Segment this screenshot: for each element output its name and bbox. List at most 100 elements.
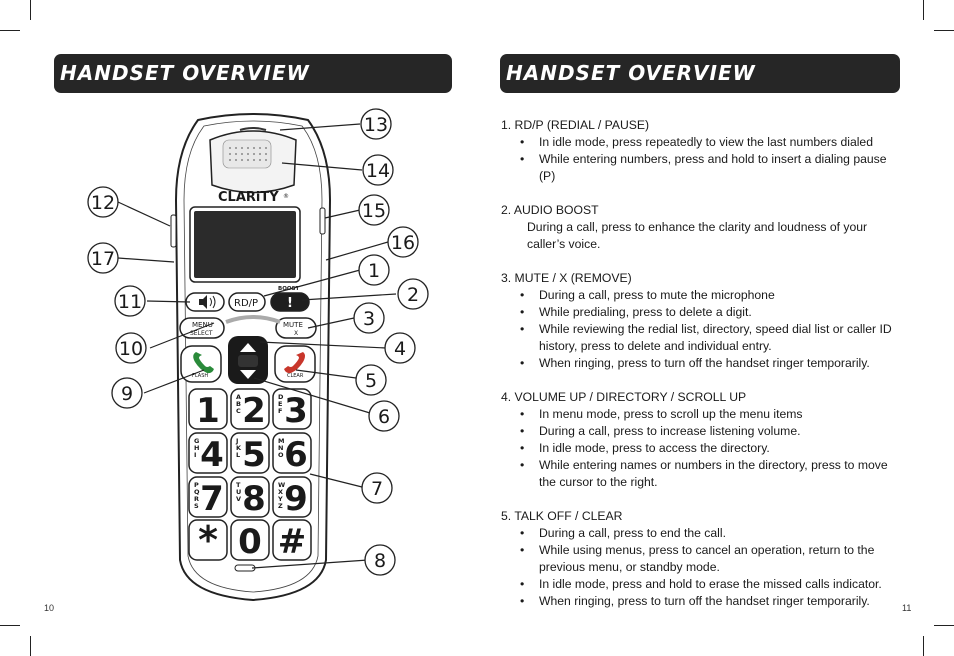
select-label: SELECT (190, 330, 213, 337)
keypad-letter: L (236, 451, 240, 459)
callout-number: 13 (364, 114, 388, 136)
callout-number: 2 (407, 284, 419, 306)
keypad-letter: U (236, 488, 241, 496)
callout-number: 1 (368, 260, 380, 282)
speaker-holes (229, 147, 267, 161)
boost-button-symbol: ! (287, 296, 293, 311)
callout-number: 6 (378, 406, 390, 428)
keypad-letter: Q (194, 488, 200, 496)
keypad-letter: Z (278, 502, 283, 510)
callout-number: 4 (394, 338, 406, 360)
keypad-digit: 4 (200, 435, 224, 475)
keypad-letter: R (194, 495, 199, 503)
section-title: 4. VOLUME UP / DIRECTORY / SCROLL UP (501, 390, 747, 404)
menu-label: MENU (192, 321, 213, 329)
callout-circle (87, 186, 119, 218)
keypad-digit: 3 (284, 391, 308, 431)
mute-button (275, 317, 317, 339)
keypad-key (230, 519, 270, 561)
list-item: While using menus, press to cancel an op… (501, 542, 901, 576)
list-item: In idle mode, press and hold to erase th… (501, 576, 901, 593)
keypad-digit: 5 (242, 435, 266, 475)
keypad-digit: 0 (238, 522, 262, 562)
callout-circle (111, 377, 143, 409)
list-item: When ringing, press to turn off the hand… (501, 355, 901, 372)
callout-number: 3 (363, 308, 375, 330)
callout-number: 5 (365, 370, 377, 392)
callout-circle (384, 332, 416, 364)
callout-number: 14 (366, 160, 390, 182)
keypad-letter: T (236, 481, 241, 489)
keypad-key (230, 476, 270, 518)
nav-center (238, 355, 258, 367)
flash-label: FLASH (192, 373, 208, 379)
keypad-digit: # (278, 522, 307, 562)
nav-up-arrow (240, 343, 256, 352)
keypad-key (188, 432, 228, 474)
callout-number: 8 (374, 550, 386, 572)
list-item: In menu mode, press to scroll up the men… (501, 406, 901, 423)
callout-lines (117, 123, 397, 569)
keypad-key (188, 388, 228, 430)
section-mute: 3. MUTE / X (REMOVE) During a call, pres… (501, 270, 901, 372)
keypad-key (272, 432, 312, 474)
description-text: 1. RD/P (REDIAL / PAUSE) In idle mode, p… (501, 117, 901, 627)
callout-circle (361, 472, 393, 504)
talk-icon (193, 352, 214, 374)
list-item: When ringing, press to turn off the hand… (501, 593, 901, 610)
section-title: 5. TALK OFF / CLEAR (501, 509, 623, 523)
keypad-digit: 8 (242, 479, 266, 519)
callout-circle (358, 194, 390, 226)
keypad-letter: P (194, 481, 199, 489)
nav-down-arrow (240, 370, 256, 379)
list-item: While predialing, press to delete a digi… (501, 304, 901, 321)
keypad-letter: B (236, 400, 241, 408)
callout-circle (360, 108, 392, 140)
crop-mark (0, 625, 20, 626)
section-volume-up: 4. VOLUME UP / DIRECTORY / SCROLL UP In … (501, 389, 901, 491)
side-button-left (170, 214, 177, 248)
keypad-digit: 2 (242, 391, 266, 431)
list-item: While entering names or numbers in the d… (501, 457, 901, 491)
callout-circle (355, 364, 387, 396)
section-title: 1. RD/P (REDIAL / PAUSE) (501, 118, 650, 132)
callout-number: 11 (118, 291, 142, 313)
keypad-letter: J (235, 437, 238, 445)
callout-circle (115, 332, 147, 364)
callout-number: 16 (391, 232, 415, 254)
callout-circle (364, 544, 396, 576)
brand-registered-mark: ® (283, 193, 289, 200)
callout-circle (358, 254, 390, 286)
keypad-key (272, 519, 312, 561)
callout-number: 15 (362, 200, 386, 222)
callout-number: 10 (119, 338, 143, 360)
keypad-letter: V (236, 495, 241, 503)
keypad-letter: W (278, 481, 285, 489)
list-item: During a call, press to end the call. (501, 525, 901, 542)
keypad-letter: N (278, 444, 283, 452)
nav-surround (225, 315, 281, 324)
crop-mark (923, 636, 924, 656)
mute-label: MUTE (283, 321, 303, 329)
keypad-letter: A (236, 393, 241, 401)
keypad-letter: X (278, 488, 283, 496)
section-title: 3. MUTE / X (REMOVE) (501, 271, 632, 285)
callout-circle (353, 302, 385, 334)
callout-circle (362, 154, 394, 186)
left-page-title: HANDSET OVERVIEW (54, 54, 452, 93)
keypad-key (188, 519, 228, 561)
keypad-letter: K (236, 444, 242, 452)
keypad-letter: E (278, 400, 282, 408)
keypad-letter: M (278, 437, 284, 445)
brand-logo: CLARiTY (218, 190, 279, 205)
keypad-letter: H (194, 444, 199, 452)
callout-number: 7 (371, 478, 383, 500)
boost-button (270, 292, 310, 312)
list-item: In idle mode, press to access the direct… (501, 440, 901, 457)
callout-circle (397, 278, 429, 310)
keypad-letter: Y (277, 495, 283, 503)
section-talk-off: 5. TALK OFF / CLEAR During a call, press… (501, 508, 901, 610)
callout-circle (387, 226, 419, 258)
